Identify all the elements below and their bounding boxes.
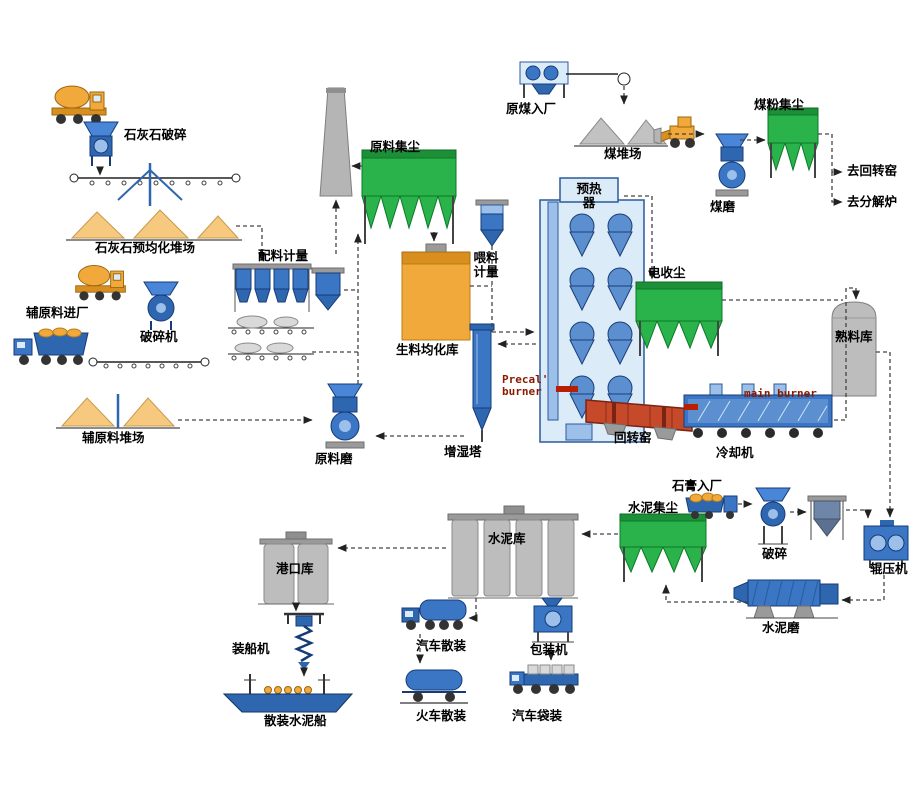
- label-coal-mill: 煤磨: [710, 199, 736, 214]
- feed-bin: [807, 495, 847, 540]
- label-clinker-silo: 熟料库: [835, 329, 873, 344]
- label-packing-machine: 包装机: [530, 642, 568, 657]
- aux-crusher: [143, 281, 179, 330]
- chimney: [319, 87, 353, 197]
- coal-dust-collector: [767, 107, 819, 178]
- label-to-calciner: 去分解炉: [847, 194, 898, 209]
- label-preheater: 预热器: [576, 181, 602, 210]
- aux-belt-conveyor: [88, 357, 210, 369]
- bulk-tanker-truck: [401, 599, 467, 630]
- label-port-silo: 港口库: [276, 561, 314, 576]
- raw-meal-silo: [401, 243, 471, 341]
- limestone-crusher: [83, 121, 119, 166]
- roller-press: [863, 520, 909, 568]
- label-raw-meal-silo: 生料均化库: [396, 342, 459, 357]
- precalciner-burner: [556, 386, 578, 392]
- single-hopper: [311, 267, 345, 311]
- flow-connectors: [96, 86, 894, 677]
- label-gypsum-crushing: 破碎: [762, 546, 788, 561]
- limestone-belt-conveyor: [69, 173, 241, 186]
- clinker-silo: [831, 301, 877, 397]
- cement-dust-collector: [619, 513, 707, 582]
- gypsum-truck: [685, 492, 738, 519]
- cement-silos: [447, 505, 579, 599]
- coal-mill: [715, 133, 749, 197]
- raw-mill: [325, 383, 365, 449]
- label-esp: 电收尘: [648, 265, 686, 280]
- label-truck-bagged: 汽车袋装: [512, 708, 563, 723]
- preheater-tower: [539, 177, 645, 443]
- gypsum-crusher: [755, 487, 791, 545]
- bulk-cement-ship: [222, 674, 354, 713]
- roller-conveyors: [228, 315, 314, 361]
- dump-truck-aux: [13, 327, 89, 365]
- raw-dust-collector: [361, 149, 457, 244]
- label-gypsum-entry: 石膏入厂: [672, 478, 723, 493]
- label-limestone-crushing: 石灰石破碎: [124, 127, 187, 142]
- packing-machine: [532, 597, 574, 643]
- bagged-cement-truck: [509, 664, 579, 694]
- label-crusher: 破碎机: [140, 329, 178, 344]
- label-roller-press: 辊压机: [870, 561, 908, 576]
- rotary-kiln: [585, 399, 693, 441]
- label-bulk-cement-ship: 散装水泥船: [264, 713, 327, 728]
- label-raw-coal-entry: 原煤入厂: [506, 101, 557, 116]
- label-aux-material-yard: 辅原料堆场: [82, 430, 145, 445]
- label-rotary-kiln: 回转窑: [614, 430, 652, 445]
- label-truck-bulk: 汽车散装: [416, 638, 467, 653]
- cement-ball-mill: [733, 579, 839, 619]
- clinker-cooler: [683, 383, 833, 438]
- batching-hoppers: [232, 263, 312, 312]
- label-aux-material-entry: 辅原料进厂: [26, 305, 89, 320]
- label-main-burner: main burner: [744, 387, 817, 400]
- aux-stockpiles: [56, 394, 180, 429]
- label-cement-dust: 水泥集尘: [628, 500, 679, 515]
- coal-intake-machine: [519, 61, 569, 98]
- label-coal-yard: 煤堆场: [604, 146, 642, 161]
- label-cooler: 冷却机: [716, 445, 754, 460]
- label-batching-metering: 配料计量: [258, 248, 309, 263]
- label-train-bulk: 火车散装: [416, 708, 467, 723]
- mixer-truck-limestone: [51, 85, 107, 124]
- mixer-truck-aux: [75, 265, 126, 301]
- feed-metering-hopper: [475, 199, 509, 247]
- label-humidifying-tower: 增湿塔: [444, 444, 482, 459]
- label-raw-material-dust: 原料集尘: [370, 139, 421, 154]
- main-burner-pipe: [684, 404, 698, 410]
- port-silos: [258, 531, 334, 605]
- label-feed-metering: 喂料计量: [473, 250, 499, 279]
- limestone-stockpiles: [66, 209, 242, 241]
- label-to-rotary-kiln: 去回转窑: [847, 163, 898, 178]
- label-cement-silo: 水泥库: [488, 531, 526, 546]
- label-coal-dust: 煤粉集尘: [754, 97, 805, 112]
- limestone-stacker: [117, 163, 183, 206]
- ship-loader: [284, 612, 324, 670]
- label-ship-loader: 装船机: [232, 641, 270, 656]
- rail-tank-car: [400, 669, 468, 704]
- humidifying-tower: [469, 323, 495, 442]
- wheel-loader: [653, 116, 695, 148]
- label-limestone-yard: 石灰石预均化堆场: [95, 240, 196, 255]
- label-cement-mill: 水泥磨: [762, 620, 800, 635]
- esp-collector: [635, 281, 723, 356]
- label-raw-mill: 原料磨: [315, 451, 353, 466]
- label-precal-burner: Precal' burner: [502, 373, 549, 399]
- coal-belt: [566, 72, 631, 86]
